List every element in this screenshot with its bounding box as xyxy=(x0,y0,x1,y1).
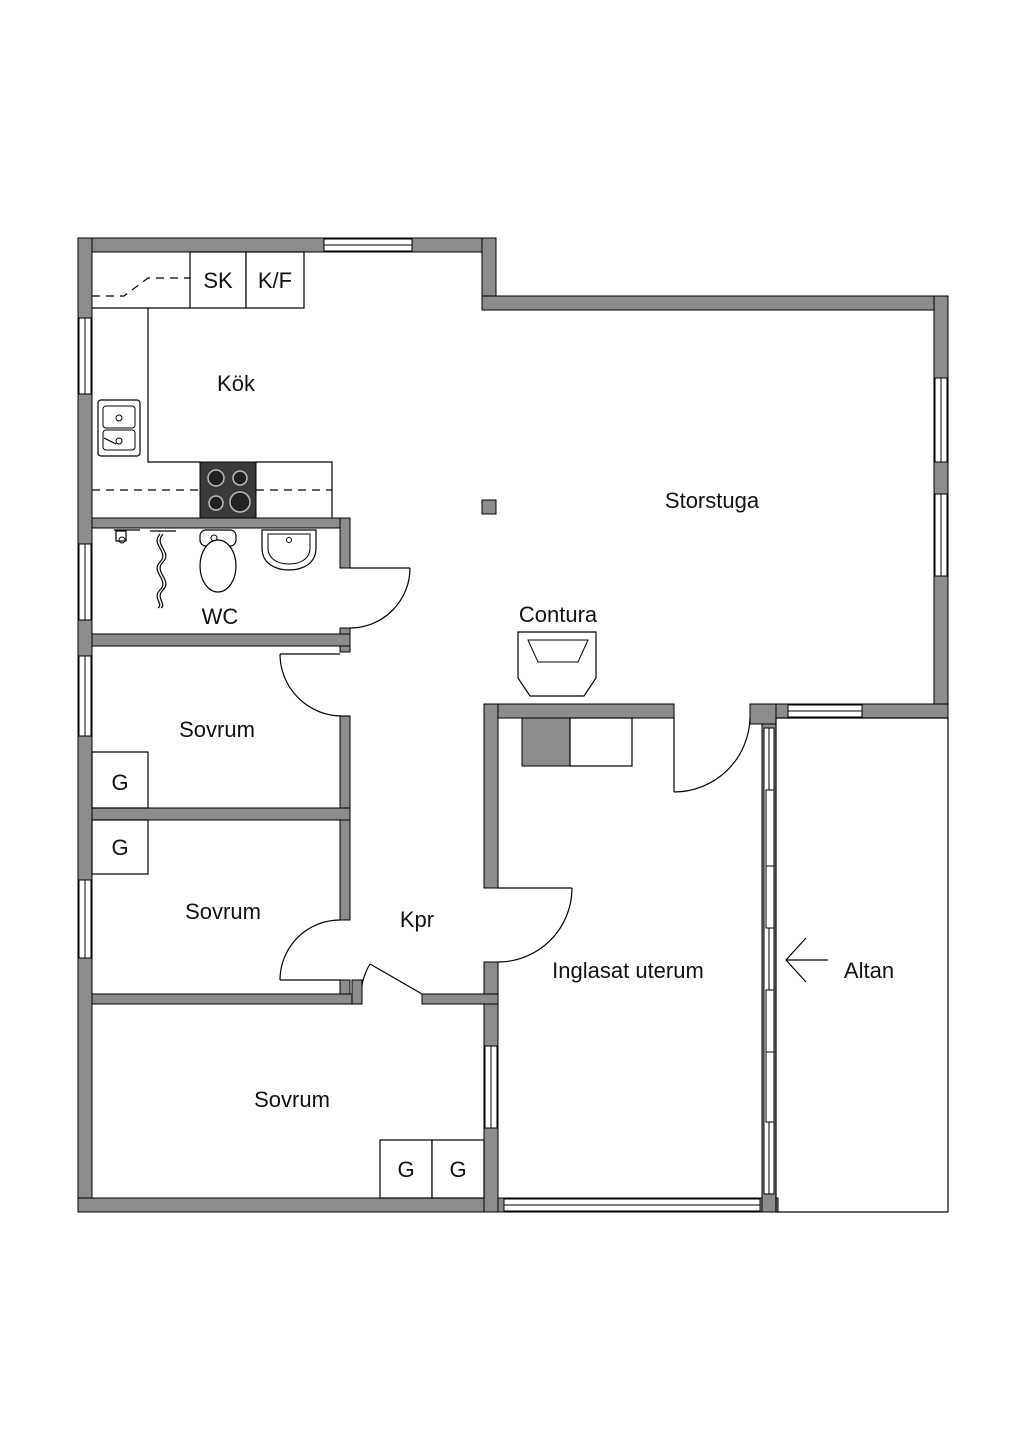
doors xyxy=(279,567,751,1005)
wall-top-kitchen xyxy=(77,237,497,253)
towel-radiator-icon xyxy=(150,530,176,609)
wall-top-living xyxy=(481,295,949,311)
wardrobe-bed1 xyxy=(91,751,149,809)
door-sunroom xyxy=(497,887,573,963)
glazing-panel-4 xyxy=(765,1051,775,1123)
door-living-sunroom xyxy=(673,717,751,793)
door-bed3 xyxy=(351,963,423,1005)
glazing-panel-1 xyxy=(765,789,775,867)
chimney-block-icon xyxy=(521,717,571,767)
labels: SK K/F Kök Storstuga WC Contura Sovrum G… xyxy=(111,268,894,1182)
label-wardrobe-1: G xyxy=(111,770,128,795)
windows xyxy=(78,238,948,1212)
shower-icon xyxy=(114,529,140,544)
upper-cabinets-dashed xyxy=(92,277,190,297)
deck-outline xyxy=(775,717,949,1213)
door-bed1 xyxy=(279,653,350,717)
sunroom-items xyxy=(521,717,633,767)
label-bedroom-1: Sovrum xyxy=(179,717,255,742)
label-wardrobe-2: G xyxy=(111,835,128,860)
label-wardrobe-3: G xyxy=(397,1157,414,1182)
wc-fixtures xyxy=(114,529,317,609)
door-wc xyxy=(349,567,411,629)
label-wardrobe-4: G xyxy=(449,1157,466,1182)
wall-wc-right-upper xyxy=(339,517,351,569)
washbasin-icon xyxy=(261,529,317,571)
wardrobes xyxy=(91,751,485,1199)
label-kf: K/F xyxy=(258,268,292,293)
entrance-arrow-icon xyxy=(785,937,828,983)
wardrobe-bed3-b xyxy=(431,1139,485,1199)
label-hall: Kpr xyxy=(400,907,434,932)
living-room-items xyxy=(481,499,597,697)
glazing-panel-2 xyxy=(765,865,775,929)
sunroom-bench xyxy=(569,717,633,767)
label-stove: Contura xyxy=(519,602,598,627)
label-deck: Altan xyxy=(844,958,894,983)
label-bedroom-3: Sovrum xyxy=(254,1087,330,1112)
wall-bed2-right xyxy=(339,819,351,921)
label-living: Storstuga xyxy=(665,488,760,513)
column-icon xyxy=(481,499,497,515)
wardrobe-bed2 xyxy=(91,819,149,875)
glazing-panel-3 xyxy=(765,989,775,1053)
interior-walls xyxy=(91,517,777,1005)
label-bedroom-2: Sovrum xyxy=(185,899,261,924)
wall-bed1-bed2 xyxy=(91,807,351,821)
door-bed2 xyxy=(279,919,341,981)
wall-sunroom-left-upper xyxy=(483,703,499,889)
wall-bed1-right xyxy=(339,715,351,821)
wall-hall-bottom xyxy=(421,993,499,1005)
wall-bed2-bottom xyxy=(91,993,363,1005)
kitchen-furniture xyxy=(92,251,333,519)
wall-wc-bottom xyxy=(91,633,351,647)
fireplace-icon xyxy=(517,631,597,697)
label-sk: SK xyxy=(203,268,233,293)
label-sunroom: Inglasat uterum xyxy=(552,958,704,983)
wall-wc-top xyxy=(91,517,351,529)
cabinet-sk xyxy=(189,251,247,309)
wall-sunroom-top xyxy=(483,703,675,719)
cabinet-kf xyxy=(245,251,305,309)
toilet-icon xyxy=(199,529,237,593)
wall-sunroom-top-right xyxy=(749,703,777,725)
label-wc: WC xyxy=(202,604,239,629)
label-kitchen: Kök xyxy=(217,371,256,396)
wardrobe-bed3-a xyxy=(379,1139,433,1199)
